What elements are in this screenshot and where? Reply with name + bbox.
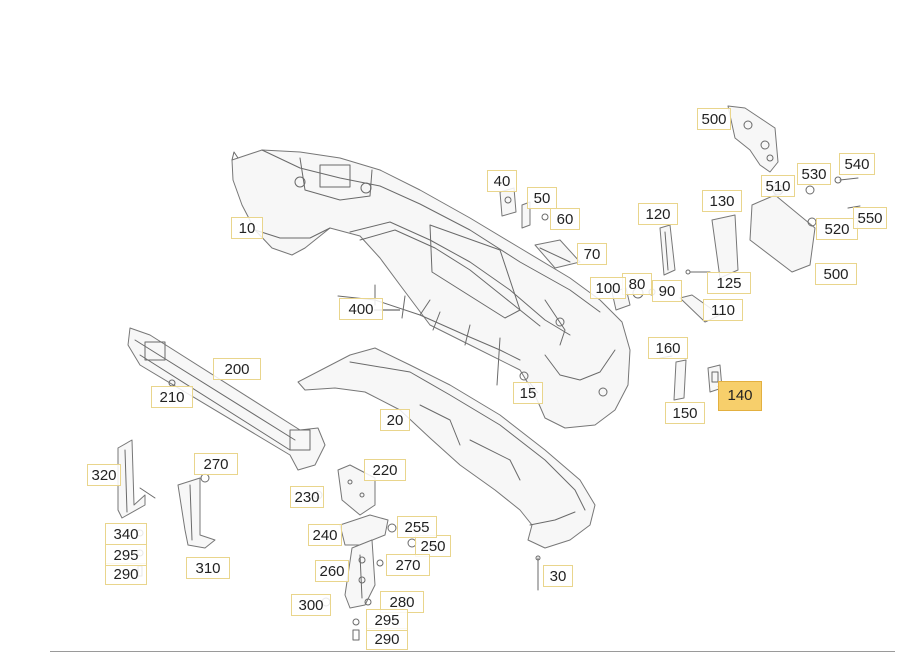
callout-340[interactable]: 340 xyxy=(105,523,147,545)
callout-230[interactable]: 230 xyxy=(290,486,324,508)
part-screw-30[interactable] xyxy=(535,555,541,591)
part-bolt-125[interactable] xyxy=(685,269,711,275)
callout-500-top[interactable]: 500 xyxy=(697,108,731,130)
callout-70[interactable]: 70 xyxy=(577,243,607,265)
callout-520[interactable]: 520 xyxy=(816,218,858,240)
callout-150[interactable]: 150 xyxy=(665,402,705,424)
callout-270-left[interactable]: 270 xyxy=(194,453,238,475)
callout-295-left[interactable]: 295 xyxy=(105,544,147,566)
callout-210[interactable]: 210 xyxy=(151,386,193,408)
callout-400[interactable]: 400 xyxy=(339,298,383,320)
callout-160[interactable]: 160 xyxy=(648,337,688,359)
callout-40[interactable]: 40 xyxy=(487,170,517,192)
callout-125[interactable]: 125 xyxy=(707,272,751,294)
callout-290-center[interactable]: 290 xyxy=(366,628,408,650)
callout-255[interactable]: 255 xyxy=(397,516,437,538)
part-bracket-310[interactable] xyxy=(177,473,216,549)
callout-80[interactable]: 80 xyxy=(622,273,652,295)
callout-295-center[interactable]: 295 xyxy=(366,609,408,631)
part-bracket-240[interactable] xyxy=(339,514,389,546)
part-bracket-150[interactable] xyxy=(673,359,687,401)
callout-260[interactable]: 260 xyxy=(315,560,349,582)
callout-130[interactable]: 130 xyxy=(702,190,742,212)
callout-300[interactable]: 300 xyxy=(291,594,331,616)
callout-15[interactable]: 15 xyxy=(513,382,543,404)
callout-20[interactable]: 20 xyxy=(380,409,410,431)
part-nut-15[interactable] xyxy=(519,371,529,381)
callout-60[interactable]: 60 xyxy=(550,208,580,230)
callout-220[interactable]: 220 xyxy=(364,459,406,481)
callout-120[interactable]: 120 xyxy=(638,203,678,225)
callout-200[interactable]: 200 xyxy=(213,358,261,380)
part-trim-120[interactable] xyxy=(659,224,676,276)
callout-140[interactable]: 140 xyxy=(718,381,762,411)
callout-30[interactable]: 30 xyxy=(543,565,573,587)
callout-10[interactable]: 10 xyxy=(231,217,263,239)
callout-270-center[interactable]: 270 xyxy=(386,554,430,576)
part-lower-panel[interactable] xyxy=(297,347,596,549)
callout-250[interactable]: 250 xyxy=(415,535,451,557)
part-bracket-260[interactable] xyxy=(344,539,376,609)
callout-530[interactable]: 530 xyxy=(797,163,831,185)
callout-310[interactable]: 310 xyxy=(186,557,230,579)
bottom-divider xyxy=(50,651,895,652)
part-bracket-320[interactable] xyxy=(117,439,156,519)
callout-500-right[interactable]: 500 xyxy=(815,263,857,285)
part-bracket-500-top[interactable] xyxy=(727,105,779,173)
callout-50[interactable]: 50 xyxy=(527,187,557,209)
callout-320[interactable]: 320 xyxy=(87,464,121,486)
part-trim-130[interactable] xyxy=(711,214,739,279)
part-license-plate-500[interactable] xyxy=(749,194,816,273)
callout-510[interactable]: 510 xyxy=(761,175,795,197)
callout-540[interactable]: 540 xyxy=(839,153,875,175)
callout-110[interactable]: 110 xyxy=(703,299,743,321)
callout-90[interactable]: 90 xyxy=(652,280,682,302)
part-bumper-cover[interactable] xyxy=(231,149,631,429)
callout-240[interactable]: 240 xyxy=(308,524,342,546)
part-impact-beam[interactable] xyxy=(127,327,326,471)
callout-100[interactable]: 100 xyxy=(590,277,626,299)
callout-550[interactable]: 550 xyxy=(853,207,887,229)
